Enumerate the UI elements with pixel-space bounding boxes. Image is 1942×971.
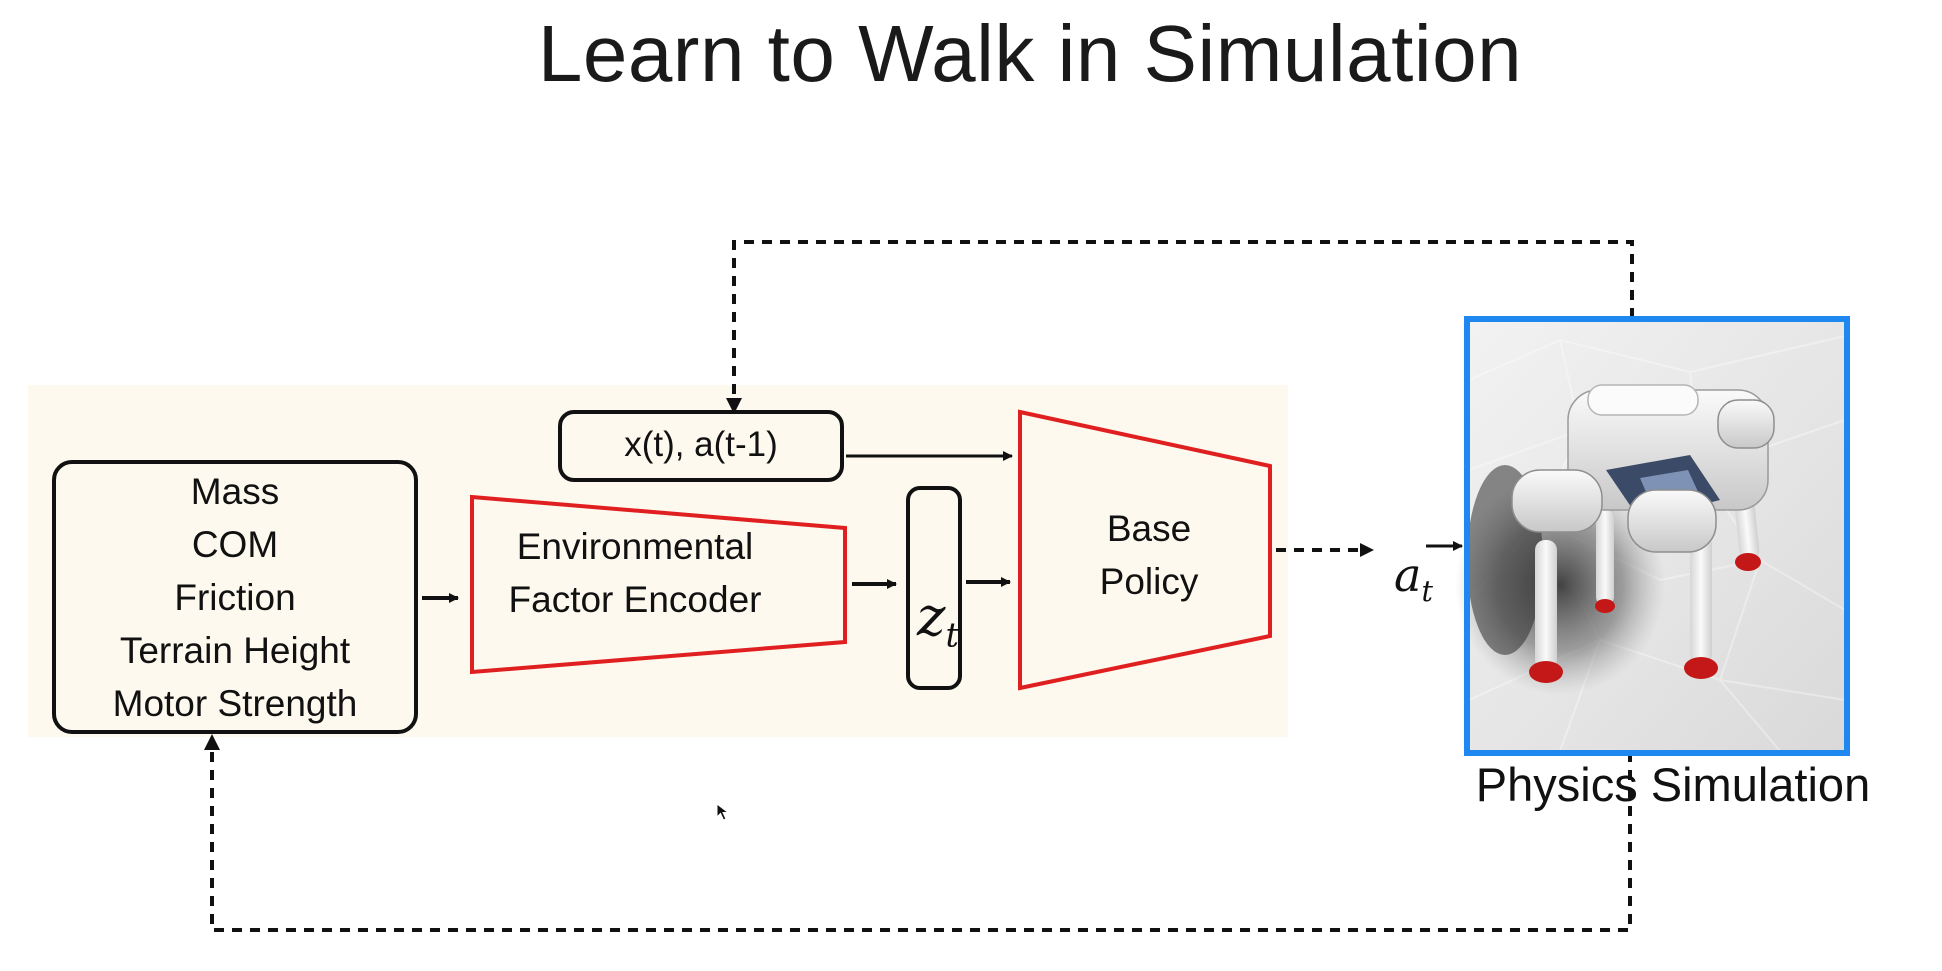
encoder-trapezoid (470, 494, 847, 675)
simulation-caption: Physics Simulation (1475, 758, 1871, 811)
latent-symbol-base: z (917, 585, 946, 648)
arrow-action-head (1360, 543, 1374, 557)
param-motor-strength: Motor Strength (112, 682, 358, 724)
feedback-loop-bottom (204, 734, 1632, 932)
policy-label: Base Policy (1024, 502, 1274, 608)
latent-symbol: zt (917, 585, 959, 655)
slide-title: Learn to Walk in Simulation (537, 9, 1523, 98)
policy-label-line1: Base (1106, 508, 1192, 549)
param-mass: Mass (190, 470, 280, 512)
latent-symbol-sub: t (945, 615, 959, 655)
encoder-label: Environmental Factor Encoder (470, 520, 800, 626)
param-friction: Friction (174, 576, 296, 618)
latent-box (906, 486, 962, 690)
observation-box (558, 410, 844, 482)
action-symbol-sub: t (1421, 574, 1433, 608)
encoder-label-line1: Environmental (516, 526, 754, 567)
env-params-box (52, 460, 418, 734)
encoder-label-line2: Factor Encoder (508, 579, 762, 620)
action-symbol-base: a (1394, 548, 1422, 602)
env-params-list: Mass COM Friction Terrain Height Motor S… (54, 462, 416, 732)
feedback-loop-top (726, 240, 1634, 414)
policy-label-line2: Policy (1099, 561, 1199, 602)
action-symbol: at (1394, 548, 1433, 608)
simulation-image (1455, 321, 1846, 752)
policy-trapezoid (1018, 409, 1272, 691)
mouse-cursor-icon (716, 803, 730, 821)
diagram-panel (28, 385, 1288, 737)
observation-label: x(t), a(t-1) (624, 425, 778, 464)
simulation-frame (1464, 316, 1850, 756)
param-terrain-height: Terrain Height (119, 629, 351, 671)
param-com: COM (191, 523, 279, 565)
